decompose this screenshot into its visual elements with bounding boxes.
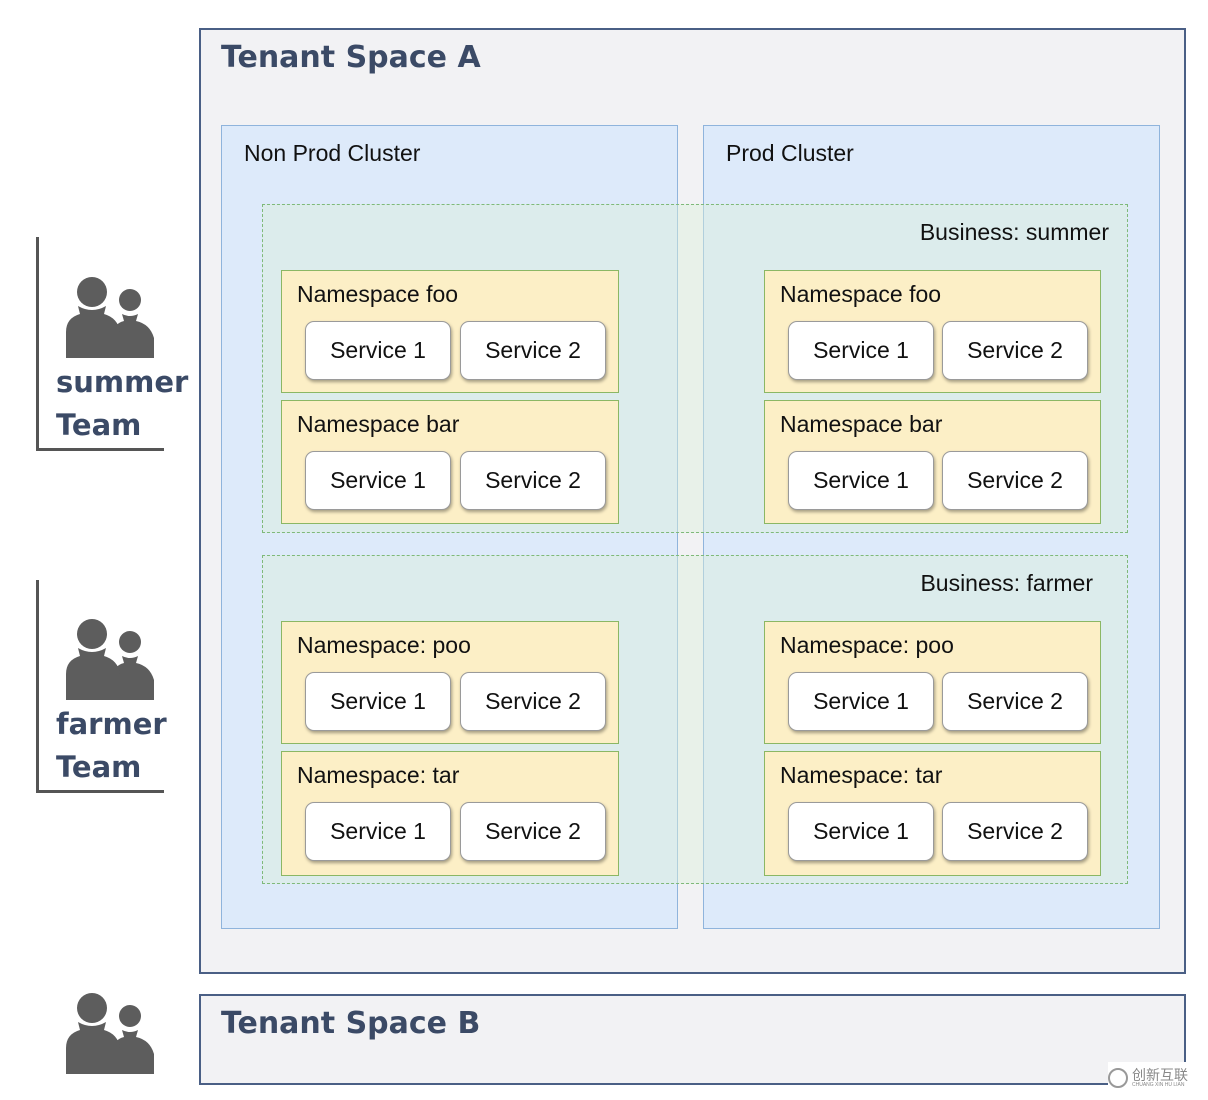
summer-team-label: summer Team [56,361,188,447]
team-suffix: Team [56,408,142,442]
service-box: Service 2 [942,672,1088,731]
service-box: Service 2 [460,672,606,731]
watermark-text: 创新互联 [1132,1066,1188,1083]
prod-cluster-title: Prod Cluster [726,140,854,166]
watermark-logo-icon [1108,1068,1128,1088]
farmer-team-bracket [36,580,164,793]
namespace-title: Namespace bar [297,411,460,437]
service-box: Service 2 [460,451,606,510]
watermark-subtext: CHUANG XIN HU LIAN [1132,1081,1185,1088]
summer-team-bracket [36,237,164,451]
service-box: Service 2 [942,802,1088,861]
service-box: Service 1 [305,672,451,731]
service-box: Service 1 [305,321,451,380]
service-box: Service 1 [788,451,934,510]
service-box: Service 1 [788,672,934,731]
team-name: summer [56,365,189,399]
service-box: Service 2 [942,451,1088,510]
namespace-title: Namespace foo [780,281,942,307]
tenant-space-b-title: Tenant Space B [221,1006,481,1041]
watermark: 创新互联 CHUANG XIN HU LIAN [1108,1062,1206,1094]
non-prod-cluster-title: Non Prod Cluster [244,140,421,166]
team-icon [62,272,160,358]
tenant-space-a-title: Tenant Space A [221,40,481,75]
namespace-title: Namespace: tar [297,762,460,788]
business-farmer-label: Business: farmer [920,570,1093,596]
namespace-title: Namespace foo [297,281,459,307]
team-icon [62,988,160,1074]
service-box: Service 1 [788,321,934,380]
business-summer-label: Business: summer [919,219,1109,245]
service-box: Service 2 [942,321,1088,380]
namespace-title: Namespace bar [780,411,943,437]
farmer-team-label: farmer Team [56,703,167,789]
team-suffix: Team [56,750,142,784]
namespace-title: Namespace: poo [297,632,471,658]
namespace-title: Namespace: poo [780,632,954,658]
namespace-title: Namespace: tar [780,762,943,788]
service-box: Service 2 [460,802,606,861]
service-box: Service 1 [788,802,934,861]
service-box: Service 2 [460,321,606,380]
service-box: Service 1 [305,451,451,510]
tenant-space-b [199,994,1186,1085]
team-name: farmer [56,707,167,741]
service-box: Service 1 [305,802,451,861]
team-icon [62,614,160,700]
